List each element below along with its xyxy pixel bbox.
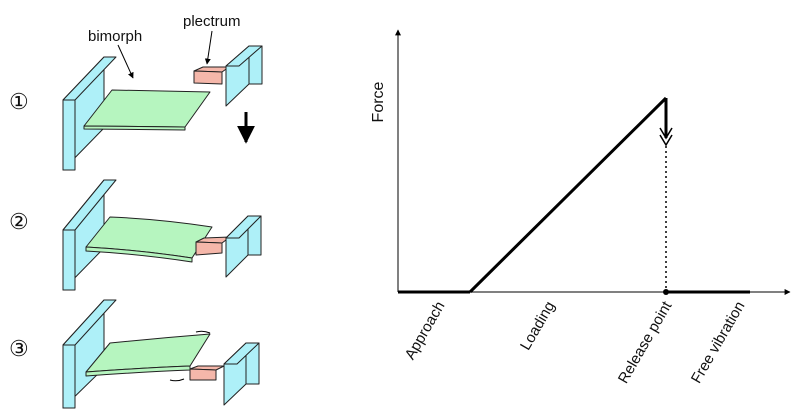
vibration-mark-lower xyxy=(169,378,185,382)
plectrum-tip xyxy=(193,66,230,85)
loading-segment xyxy=(468,96,668,294)
step-3-number: ③ xyxy=(9,336,29,361)
step-2-number: ② xyxy=(9,209,29,234)
fixed-support-block xyxy=(62,179,117,291)
release-arrowhead-1 xyxy=(659,127,673,140)
step-2-schematic xyxy=(62,179,262,291)
phase-label-approach: Approach xyxy=(402,299,449,363)
bimorph-beam xyxy=(83,89,211,131)
plectrum-tip xyxy=(189,365,225,381)
plectrum-support-block xyxy=(223,342,260,406)
bimorph-label: bimorph xyxy=(88,28,142,45)
phase-label-free-vibration: Free vibration xyxy=(688,299,749,387)
plectrum-support-block xyxy=(225,215,262,278)
phase-label-release-point: Release point xyxy=(615,298,676,387)
step-1-schematic xyxy=(62,45,263,171)
fixed-support-block xyxy=(62,299,117,409)
plectrum-support-block xyxy=(225,45,263,107)
bimorph-leader-arrow xyxy=(117,44,134,79)
release-point-dot xyxy=(663,289,669,295)
step-1-number: ① xyxy=(9,89,29,114)
fixed-support-block xyxy=(62,56,117,171)
plectrum-label: plectrum xyxy=(183,13,241,30)
release-arrowhead-2 xyxy=(659,134,673,147)
bimorph-beam-bent xyxy=(85,216,213,263)
phase-label-loading: Loading xyxy=(517,299,558,354)
step-3-schematic xyxy=(62,299,260,409)
plectrum-leader-arrow xyxy=(204,30,213,65)
vibration-mark-upper xyxy=(195,330,211,334)
y-axis-label: Force xyxy=(370,81,387,122)
plectrum-tip xyxy=(195,236,231,256)
